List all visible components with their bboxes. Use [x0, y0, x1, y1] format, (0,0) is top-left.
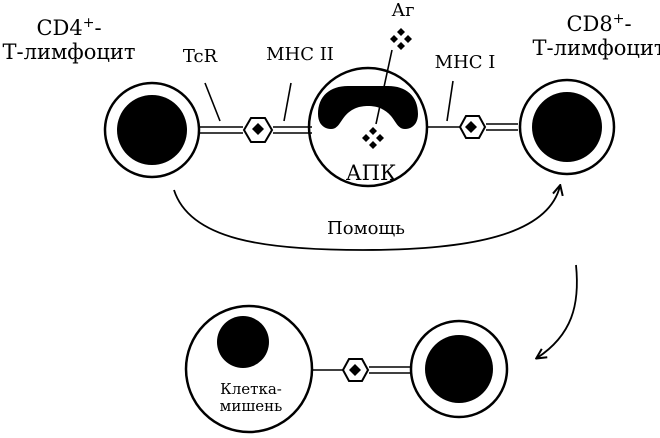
mhc1-pointer-line — [446, 80, 454, 122]
target-ctl-synapse — [311, 358, 410, 382]
cytotoxic-t-lymphocyte — [409, 319, 509, 419]
antigen-cluster-top-icon — [390, 28, 412, 50]
apc-label: АПК — [345, 161, 397, 185]
cd8-t-lymphocyte — [518, 78, 616, 176]
target-antigen-peptide-icon — [349, 364, 361, 376]
help-arrow — [173, 186, 560, 251]
mhc2-label: MHC II — [266, 44, 334, 65]
target-cell-nucleus — [217, 316, 269, 368]
cd4-subtitle: Т-лимфоцит — [2, 40, 136, 64]
cd4-apc-synapse — [198, 82, 312, 143]
mhc2-pointer-line — [283, 82, 292, 122]
cd4-label: CD4+- Т-лимфоцит — [2, 15, 136, 64]
ctl-nucleus — [425, 335, 493, 403]
antigen-cluster-apc-icon — [362, 127, 384, 149]
antigen-uptake-line — [375, 49, 393, 125]
target-cell-label: Клетка- мишень — [219, 380, 283, 415]
antigen-peptide-icon — [252, 123, 264, 135]
antigen-label: Аг — [391, 0, 415, 21]
tcr-label: TcR — [182, 46, 218, 67]
cd4-nucleus — [117, 95, 187, 165]
cd8-label: CD8+- Т-лимфоцит — [532, 12, 660, 60]
cd8-nucleus — [532, 92, 602, 162]
cd4-t-lymphocyte — [103, 81, 201, 179]
antigen-peptide-cd8-icon — [465, 121, 477, 133]
cd4-cell-membrane — [103, 81, 201, 179]
apc-cd8-synapse — [426, 80, 518, 139]
cd8-activation-arrow — [537, 264, 578, 358]
help-label: Помощь — [327, 218, 405, 239]
mhc1-label: MHC I — [434, 52, 496, 73]
cd8-cell-membrane — [518, 78, 616, 176]
target-cell — [184, 304, 314, 434]
ctl-cell-membrane — [409, 319, 509, 419]
cd8-subtitle: Т-лимфоцит — [532, 36, 660, 60]
tcr-pointer-line — [204, 82, 221, 122]
target-cell-membrane — [184, 304, 314, 434]
apc-nucleus — [318, 86, 418, 129]
